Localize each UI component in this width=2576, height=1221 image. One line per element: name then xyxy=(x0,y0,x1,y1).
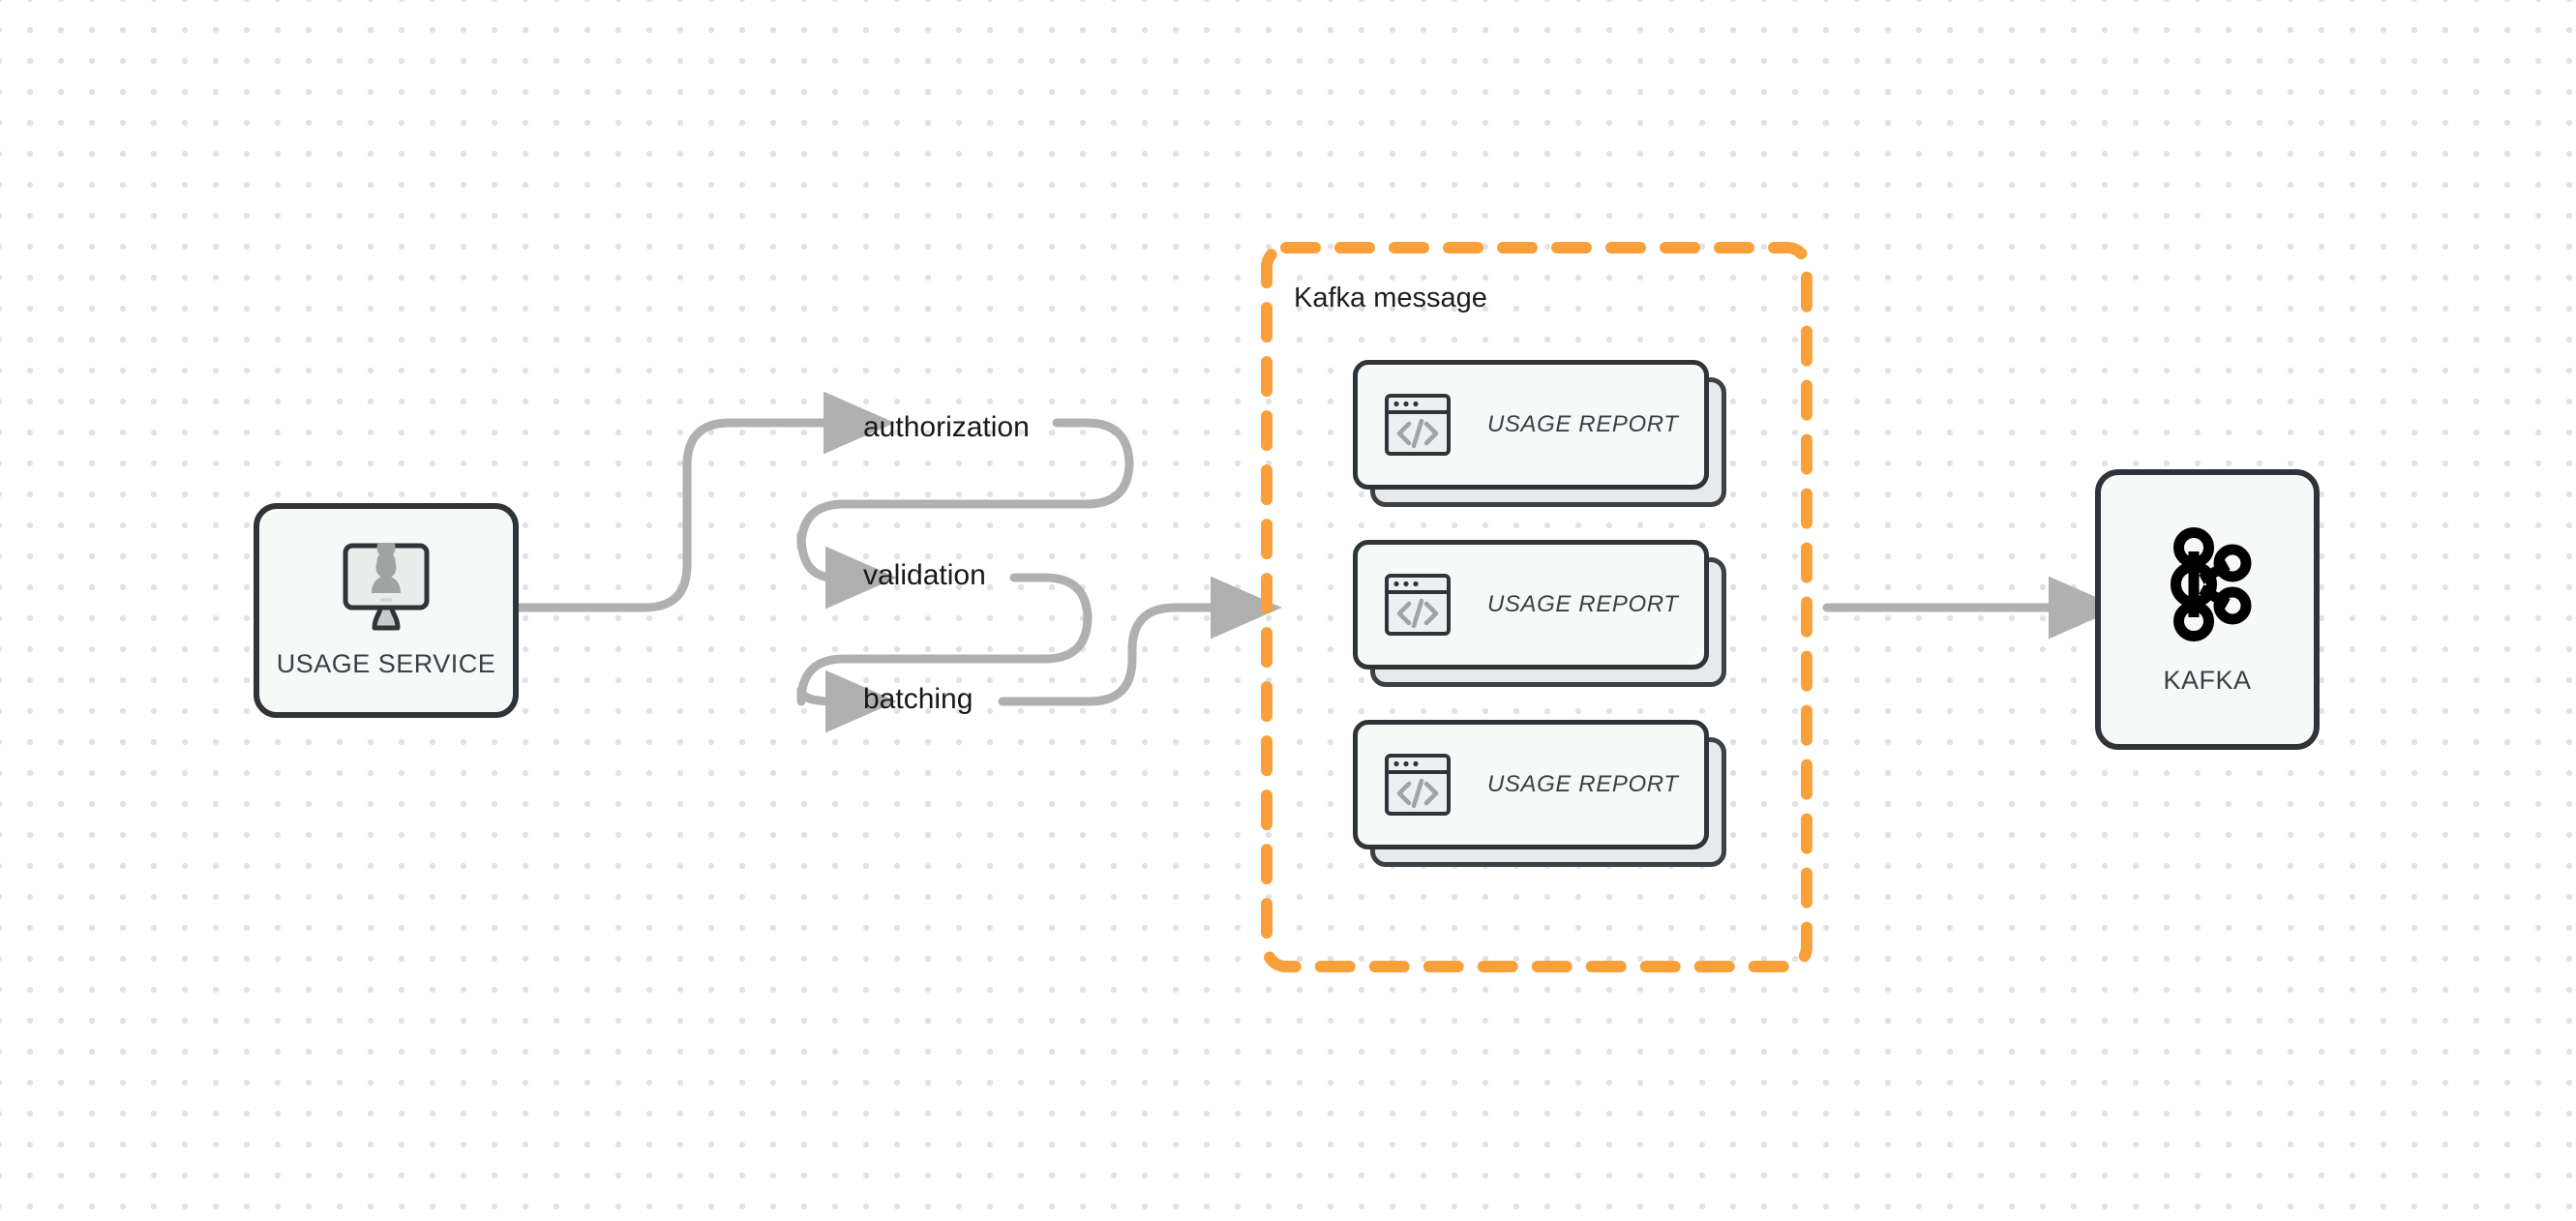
usage-report-card[interactable]: USAGE REPORT xyxy=(1353,360,1728,507)
usage-report-label: USAGE REPORT xyxy=(1487,591,1679,617)
usage-report-label: USAGE REPORT xyxy=(1487,411,1679,437)
flow-step-validation: validation xyxy=(863,559,986,591)
connector-usage-to-authorization xyxy=(514,391,895,612)
kafka-logo-icon xyxy=(2171,526,2252,641)
flow-step-authorization: authorization xyxy=(863,411,1030,443)
card-front[interactable]: USAGE REPORT xyxy=(1353,720,1709,849)
usage-report-card[interactable]: USAGE REPORT xyxy=(1353,540,1728,687)
flow-step-batching: batching xyxy=(863,683,973,715)
kafka-message-dashed-border xyxy=(1261,242,1812,972)
code-window-icon xyxy=(1385,754,1451,816)
connector-batching-to-kafka-message xyxy=(998,576,1282,706)
node-usage-service[interactable]: USAGE SERVICE xyxy=(254,503,519,718)
usage-report-label: USAGE REPORT xyxy=(1487,771,1679,797)
connector-authorization-to-validation xyxy=(796,418,1134,610)
kafka-message-group: Kafka message xyxy=(1261,242,1812,972)
code-window-icon xyxy=(1385,394,1451,456)
node-usage-service-label: USAGE SERVICE xyxy=(276,648,496,678)
card-front[interactable]: USAGE REPORT xyxy=(1353,360,1709,490)
node-kafka[interactable]: KAFKA xyxy=(2095,469,2320,750)
usage-report-card[interactable]: USAGE REPORT xyxy=(1353,720,1728,867)
card-front[interactable]: USAGE REPORT xyxy=(1353,540,1709,670)
connector-validation-to-batching xyxy=(796,573,1093,733)
code-window-icon xyxy=(1385,574,1451,636)
monitor-user-icon xyxy=(343,542,430,630)
kafka-message-title: Kafka message xyxy=(1294,283,1487,313)
node-kafka-label: KAFKA xyxy=(2163,665,2252,695)
